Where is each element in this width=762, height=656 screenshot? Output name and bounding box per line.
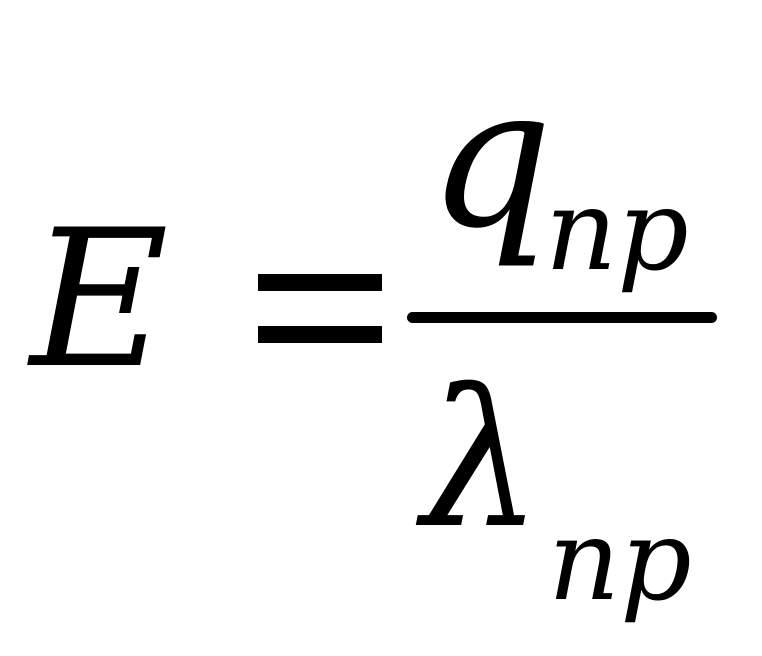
lhs-variable: E — [30, 189, 169, 410]
equals-sign-bottom-bar — [258, 326, 382, 343]
numerator-subscript: np — [545, 166, 689, 296]
numerator-symbol: q — [428, 44, 553, 271]
denominator-symbol: λ — [422, 349, 543, 570]
equals-sign-top-bar — [258, 274, 382, 291]
denominator-subscript: np — [548, 496, 692, 626]
fraction-bar — [407, 312, 717, 323]
